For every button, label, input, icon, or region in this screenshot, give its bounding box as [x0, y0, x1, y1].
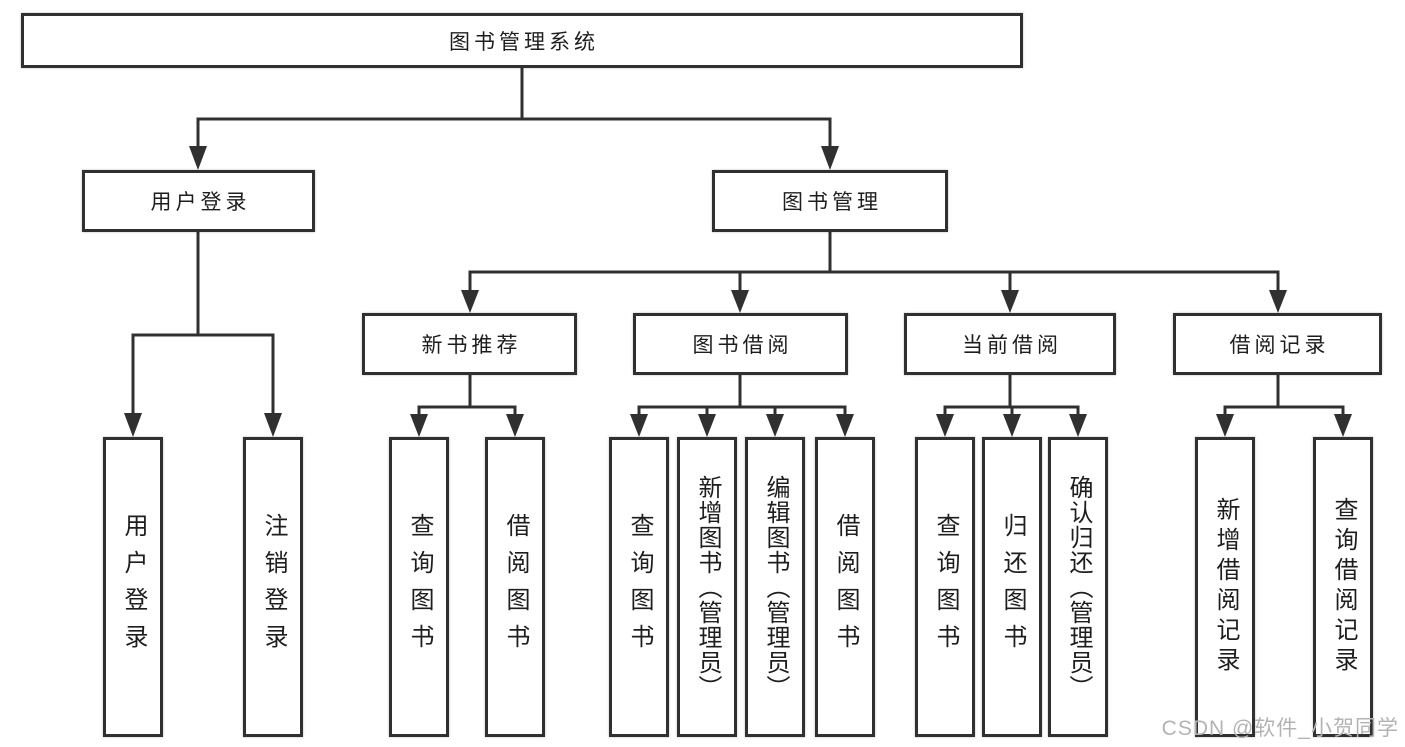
leaf-label: 查询图书	[626, 513, 653, 661]
node-current-borrow-label: 当前借阅	[962, 334, 1062, 357]
node-book-management-label: 图书管理	[782, 191, 882, 214]
node-book-borrow: 图书借阅	[633, 313, 848, 375]
node-new-book-recommend-label: 新书推荐	[421, 334, 522, 357]
leaf-query-borrow-record: 查询借阅记录	[1313, 437, 1373, 737]
leaf-add-book-admin: 新增图书（管理员）	[677, 437, 737, 737]
leaf-add-borrow-record: 新增借阅记录	[1195, 437, 1255, 737]
leaf-label: 借阅图书	[502, 513, 529, 661]
leaf-borrow-books-recommend: 借阅图书	[485, 437, 545, 737]
leaf-query-books-borrow: 查询图书	[609, 437, 669, 737]
leaf-label: 归还图书	[999, 513, 1026, 661]
leaf-label: 查询图书	[406, 513, 433, 661]
node-root: 图书管理系统	[21, 13, 1023, 68]
node-current-borrow: 当前借阅	[904, 313, 1116, 375]
leaf-label: 查询图书	[932, 513, 959, 661]
leaf-label: 新增图书（管理员）	[694, 474, 721, 700]
leaf-label: 借阅图书	[832, 513, 859, 661]
node-user-login: 用户登录	[82, 170, 315, 232]
node-borrow-records: 借阅记录	[1173, 313, 1382, 375]
node-borrow-records-label: 借阅记录	[1229, 334, 1330, 357]
leaf-user-login: 用户登录	[103, 437, 163, 737]
leaf-label: 查询借阅记录	[1330, 497, 1357, 677]
leaf-query-books-recommend: 查询图书	[389, 437, 449, 737]
leaf-label: 注销登录	[260, 513, 287, 661]
node-root-label: 图书管理系统	[449, 30, 599, 54]
leaf-confirm-return-admin: 确认归还（管理员）	[1048, 437, 1108, 737]
node-book-management: 图书管理	[712, 170, 948, 232]
node-user-login-label: 用户登录	[150, 191, 251, 214]
leaf-label: 用户登录	[120, 513, 147, 661]
leaf-label: 新增借阅记录	[1212, 497, 1239, 677]
leaf-edit-book-admin: 编辑图书（管理员）	[745, 437, 805, 737]
watermark-text: CSDN @软件_小贺同学	[1161, 717, 1399, 740]
leaf-return-book: 归还图书	[982, 437, 1042, 737]
leaf-label: 确认归还（管理员）	[1065, 474, 1092, 700]
leaf-query-books-current: 查询图书	[915, 437, 975, 737]
leaf-borrow-books: 借阅图书	[815, 437, 875, 737]
node-new-book-recommend: 新书推荐	[362, 313, 577, 375]
leaf-logout: 注销登录	[243, 437, 303, 737]
node-book-borrow-label: 图书借阅	[692, 334, 793, 357]
leaf-label: 编辑图书（管理员）	[762, 474, 789, 700]
